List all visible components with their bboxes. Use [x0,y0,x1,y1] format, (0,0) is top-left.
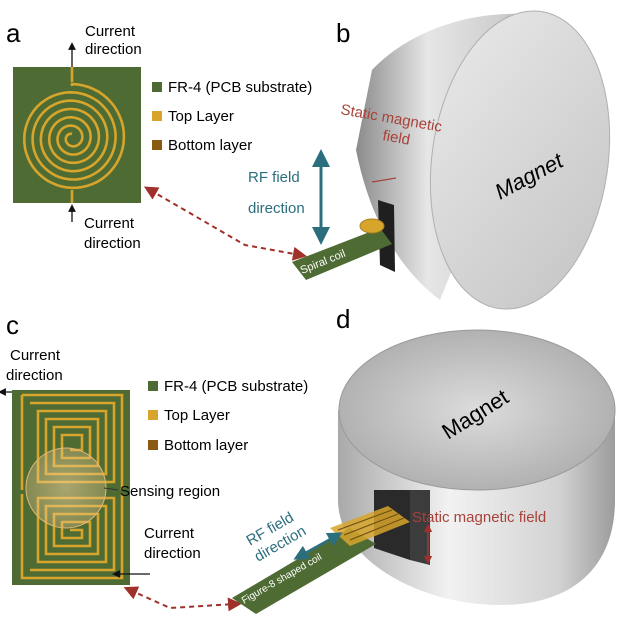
sensing-region-circle [25,447,107,529]
panel-label-d: d [336,304,350,334]
dashed-connector-c-d [123,586,242,612]
rf-field-b-line2: direction [248,200,305,217]
rf-field-b-line1: RF field [248,169,300,186]
current-direction-bottom-a-line1: Current [84,215,135,232]
static-field-b-line2: field [381,127,411,149]
legend-top-c: Top Layer [164,407,230,424]
panel-label-c: c [6,310,19,340]
current-direction-bottom-c-line1: Current [144,525,195,542]
coil-spiral-b [359,218,385,234]
dashed-connector-a-b [143,186,307,261]
legend-substrate-c: FR-4 (PCB substrate) [164,378,308,395]
legend-swatch-top-a [152,111,162,121]
legend-substrate-a: FR-4 (PCB substrate) [168,79,312,96]
legend-swatch-substrate-c [148,381,158,391]
legend-bottom-c: Bottom layer [164,437,248,454]
legend-swatch-top-c [148,410,158,420]
coil-pattern-lines-d [337,509,405,541]
panel-label-b: b [336,18,350,48]
magnet-slot-side-d [410,490,430,565]
sensing-region-leader [103,487,119,491]
sensing-region-label: Sensing region [120,483,220,500]
current-direction-top-c-line2: direction [6,367,63,384]
coil-strip-b [292,228,392,280]
current-direction-bottom-a-line2: direction [84,235,141,252]
coil-pattern-d [330,506,410,546]
static-field-arrow-b [371,177,397,183]
magnet-slot-b [378,200,395,272]
panel-label-a: a [6,18,21,48]
current-direction-bottom-c-line2: direction [144,545,201,562]
current-direction-top-c-line1: Current [10,347,61,364]
current-direction-top-a-line1: Current [85,23,136,40]
legend-top-a: Top Layer [168,108,234,125]
legend-bottom-a: Bottom layer [168,137,252,154]
legend-swatch-bottom-a [152,140,162,150]
current-direction-top-a-line2: direction [85,41,142,58]
spiral-coil-trace [22,82,126,190]
rf-field-arrow-d [293,532,343,560]
static-field-d: Static magnetic field [412,509,546,526]
magnet-face-b [429,10,611,310]
magnet-top-d [338,329,616,491]
legend-swatch-substrate-a [152,82,162,92]
legend-swatch-bottom-c [148,440,158,450]
